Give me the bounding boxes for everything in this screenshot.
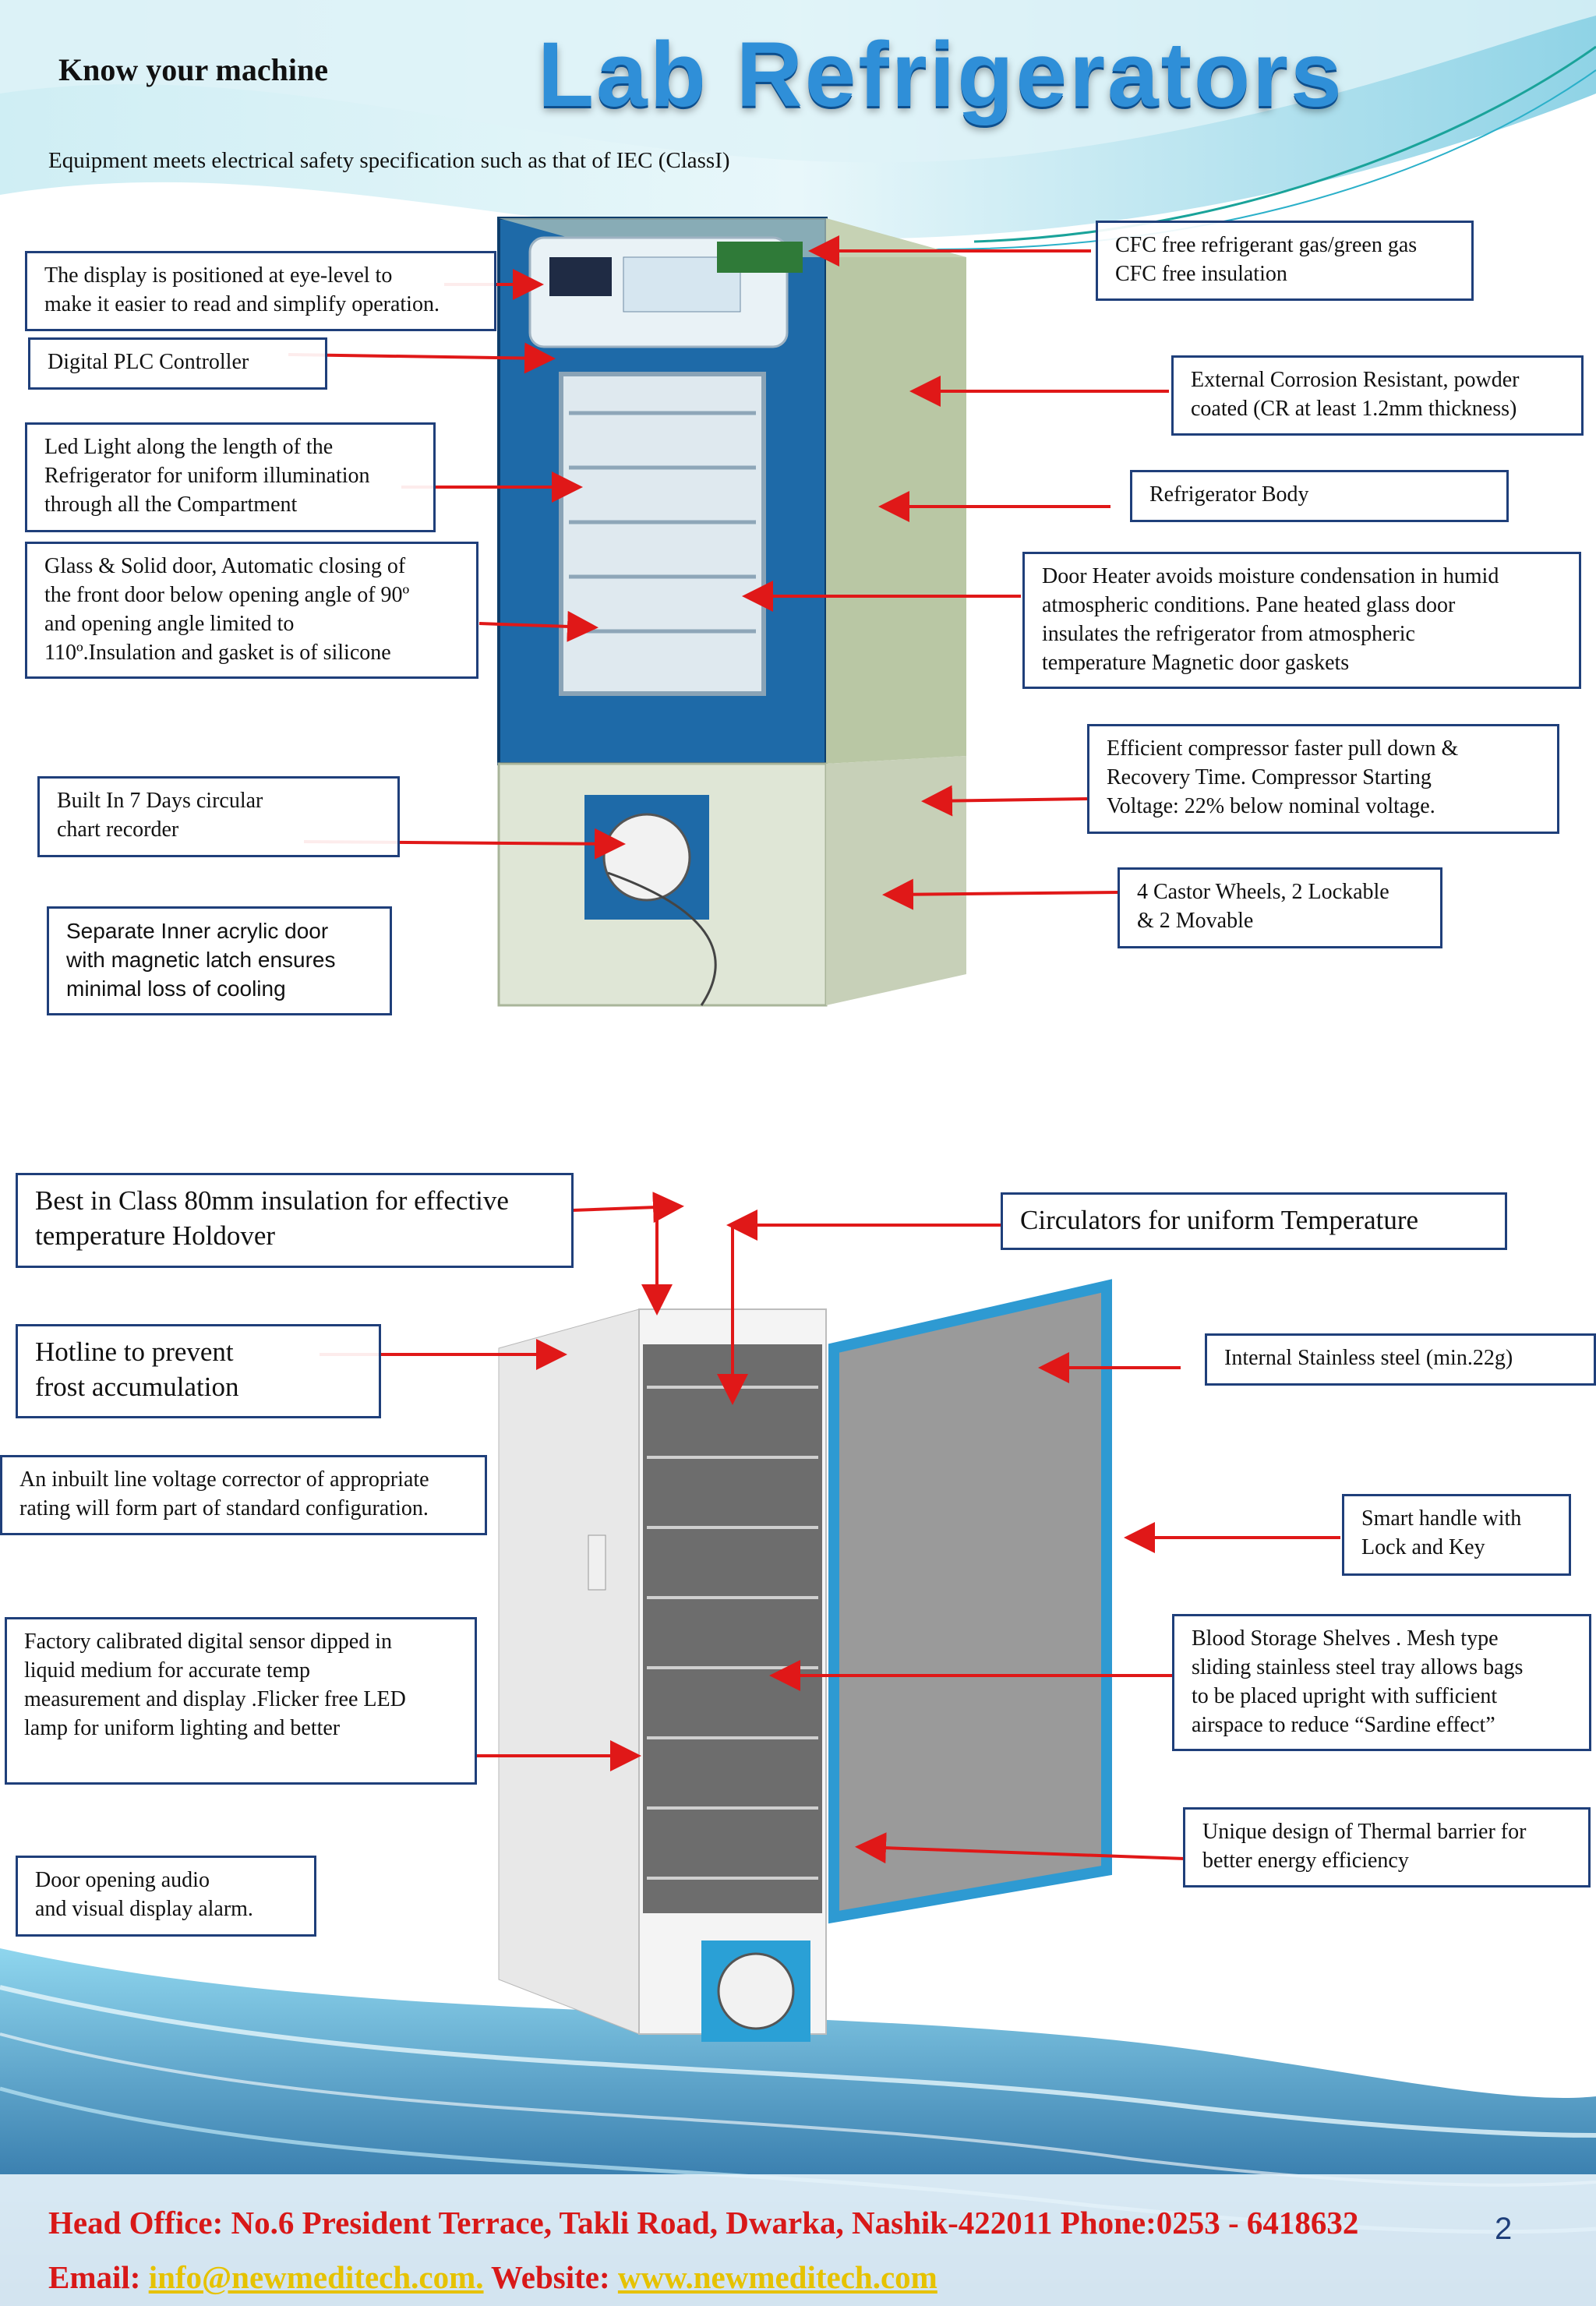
section-heading: Know your machine [58, 52, 328, 87]
open-refrigerator-image [498, 1279, 1112, 2042]
callout-digital-sensor: Factory calibrated digital sensor dipped… [5, 1617, 477, 1785]
callout-castor-wheels: 4 Castor Wheels, 2 Lockable & 2 Movable [1118, 867, 1442, 948]
callout-chart-recorder: Built In 7 Days circular chart recorder [37, 776, 400, 857]
footer-wave-background [0, 1948, 1596, 2306]
page-title: Lab Refrigerators [538, 23, 1344, 126]
website-link[interactable]: www.newmeditech.com [617, 2259, 937, 2295]
callout-internal-stainless-steel: Internal Stainless steel (min.22g) [1205, 1333, 1596, 1386]
callout-glass-solid-door: Glass & Solid door, Automatic closing of… [25, 542, 478, 679]
website-label: Website: [483, 2259, 618, 2295]
callout-blood-storage-shelves: Blood Storage Shelves . Mesh type slidin… [1172, 1614, 1591, 1751]
contact-line: Email: info@newmeditech.com. Website: ww… [48, 2258, 937, 2296]
callout-thermal-barrier: Unique design of Thermal barrier for bet… [1183, 1807, 1591, 1888]
callout-inner-acrylic-door: Separate Inner acrylic door with magneti… [47, 906, 392, 1015]
head-office-address: Head Office: No.6 President Terrace, Tak… [48, 2205, 1359, 2241]
callout-circulators: Circulators for uniform Temperature [1001, 1192, 1507, 1250]
email-link[interactable]: info@newmeditech.com. [148, 2259, 484, 2295]
callout-digital-plc-controller: Digital PLC Controller [28, 337, 327, 390]
closed-refrigerator-image [497, 217, 966, 1007]
callout-door-heater: Door Heater avoids moisture condensation… [1022, 552, 1581, 689]
header-wave-background [0, 0, 1596, 250]
page-number: 2 [1495, 2212, 1513, 2246]
callout-voltage-corrector: An inbuilt line voltage corrector of app… [0, 1455, 487, 1535]
callout-refrigerator-body: Refrigerator Body [1130, 470, 1509, 522]
email-label: Email: [48, 2259, 149, 2295]
callout-80mm-insulation: Best in Class 80mm insulation for effect… [16, 1173, 574, 1268]
callout-efficient-compressor: Efficient compressor faster pull down & … [1087, 724, 1559, 834]
callout-corrosion-resistant: External Corrosion Resistant, powder coa… [1171, 355, 1584, 436]
callout-door-alarm: Door opening audio and visual display al… [16, 1856, 316, 1937]
callout-eye-level-display: The display is positioned at eye-level t… [25, 251, 496, 331]
callout-smart-handle: Smart handle with Lock and Key [1342, 1494, 1571, 1576]
callout-led-light: Led Light along the length of the Refrig… [25, 422, 436, 532]
callout-hotline-frost: Hotline to prevent frost accumulation [16, 1324, 381, 1418]
callout-cfc-free: CFC free refrigerant gas/green gas CFC f… [1096, 221, 1474, 301]
safety-note: Equipment meets electrical safety specif… [48, 148, 730, 173]
